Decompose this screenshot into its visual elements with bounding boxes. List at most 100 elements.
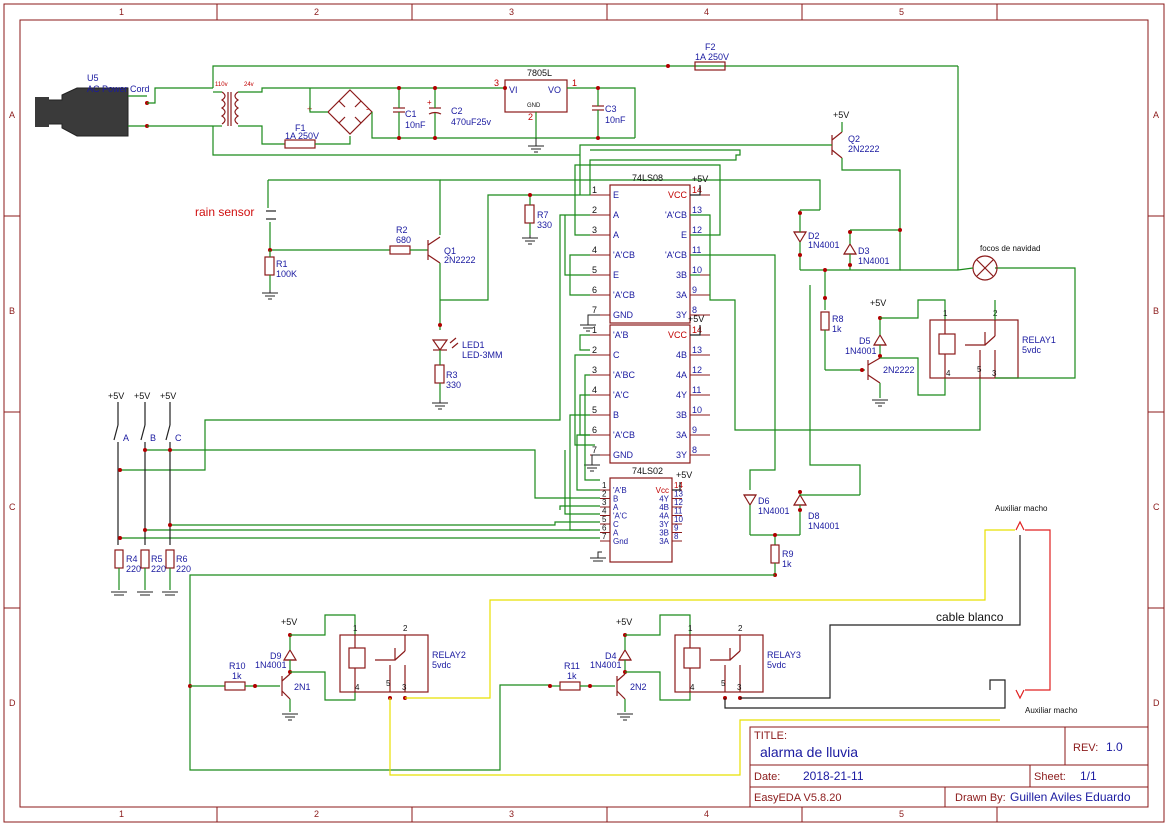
- switch-a[interactable]: +5V A: [108, 391, 129, 545]
- lamp-focos[interactable]: focos de navidad: [972, 244, 1041, 281]
- resistor-r7[interactable]: R7 330: [524, 193, 552, 235]
- fuse-f2[interactable]: F2 1A 250V: [666, 42, 729, 71]
- r10-ref: R10: [229, 661, 246, 671]
- capacitor-c2[interactable]: + C2 470uF25v: [427, 86, 492, 140]
- tb-drawn-label: Drawn By:: [955, 792, 1006, 804]
- diode-d3[interactable]: D3 1N4001: [842, 230, 890, 270]
- ic1-pin-num-4: 4: [592, 245, 597, 255]
- resistor-r9[interactable]: R9 1k: [770, 544, 794, 577]
- ic2-pin-num-13: 13: [692, 345, 702, 355]
- resistor-r1[interactable]: R1 100K: [264, 250, 297, 290]
- ic2-pin-label-14: VCC: [668, 330, 688, 340]
- q2-ref: Q2: [848, 134, 860, 144]
- ic1-pin-num-14: 14: [692, 185, 702, 195]
- switch-c[interactable]: +5V C: [160, 391, 182, 545]
- lamp-label: focos de navidad: [980, 244, 1041, 253]
- resistor-r8[interactable]: R8 1k: [820, 311, 844, 370]
- ruler-col-3: 3: [509, 7, 514, 17]
- diode-d5[interactable]: +5V D5 1N4001: [845, 298, 888, 358]
- aux-connector-top[interactable]: Auxiliar macho: [995, 504, 1048, 531]
- diode-d2[interactable]: D2 1N4001: [792, 210, 840, 270]
- ground-ic1: [580, 314, 600, 332]
- resistor-r6[interactable]: R6 220: [165, 549, 191, 590]
- resistor-r10[interactable]: R10 1k: [224, 661, 246, 691]
- reg-vi: VI: [509, 85, 518, 95]
- ic3-pin-label-5: C: [613, 520, 619, 529]
- ground-r1: [262, 290, 278, 300]
- relay-1[interactable]: 1 2 4 5 3 RELAY1 5vdc: [929, 309, 1056, 379]
- ic3-pin-num-7: 7: [602, 532, 607, 541]
- reg-pin3: 3: [494, 78, 499, 88]
- transistor-2n2[interactable]: 2N2: [616, 673, 647, 700]
- ic3-pin-num-5: 5: [602, 515, 607, 524]
- n1-value: 2N1: [294, 682, 311, 692]
- ic3-pin-num-13: 13: [674, 490, 683, 499]
- ic2-pin-num-5: 5: [592, 405, 597, 415]
- r7-value: 330: [537, 220, 552, 230]
- resistor-r5[interactable]: R5 220: [140, 549, 166, 590]
- svg-text:3: 3: [402, 683, 407, 692]
- svg-text:4: 4: [946, 369, 951, 378]
- ic2-pin-label-10: 3B: [676, 410, 687, 420]
- f1-value: 1A 250V: [285, 131, 319, 141]
- ic2-pin-num-2: 2: [592, 345, 597, 355]
- transistor-q1[interactable]: Q1 2N2222: [427, 236, 476, 265]
- ic1-pin-num-6: 6: [592, 285, 597, 295]
- ic1-pin-label-1: E: [613, 190, 619, 200]
- diode-d9[interactable]: +5V D9 1N4001: [255, 617, 297, 674]
- r6-value: 220: [176, 564, 191, 574]
- aux-connector-bottom[interactable]: Auxiliar macho: [1015, 689, 1078, 715]
- svg-text:4: 4: [690, 683, 695, 692]
- regulator-7805[interactable]: 7805L VI VO GND 3 1 2: [494, 68, 577, 138]
- ic1-ref: 74LS08: [632, 173, 663, 183]
- r6-ref: R6: [176, 554, 188, 564]
- led1-value: LED-3MM: [462, 350, 503, 360]
- rain-sensor[interactable]: rain sensor: [195, 180, 276, 250]
- c3-value: 10nF: [605, 115, 626, 125]
- resistor-r3[interactable]: R3 330: [434, 350, 461, 400]
- fuse-f1[interactable]: F1 1A 250V: [284, 123, 319, 149]
- capacitor-c3[interactable]: C3 10nF: [592, 86, 626, 140]
- resistor-r2[interactable]: R2 680: [389, 225, 411, 255]
- capacitor-c1[interactable]: C1 10nF: [393, 86, 426, 140]
- resistor-r4[interactable]: R4 220: [114, 549, 141, 590]
- transistor-relay1[interactable]: 2N2222: [867, 357, 915, 384]
- transistor-2n1[interactable]: 2N1: [281, 673, 311, 700]
- ac-power-cord[interactable]: U5 AC Power Cord: [35, 73, 150, 137]
- ic1-pin-num-7: 7: [592, 305, 597, 315]
- svg-text:5: 5: [386, 679, 391, 688]
- reg-pin1: 1: [572, 78, 577, 88]
- ic2-pin-label-5: B: [613, 410, 619, 420]
- transformer[interactable]: 110v 24v: [213, 82, 254, 127]
- ic1-pin-num-8: 8: [692, 305, 697, 315]
- u5-value: AC Power Cord: [87, 84, 150, 94]
- relay-3[interactable]: 1 2 4 5 3 RELAY3 5vdc: [674, 624, 801, 693]
- diode-d8[interactable]: D8 1N4001: [792, 490, 840, 535]
- rain-sensor-label: rain sensor: [195, 205, 254, 219]
- ruler-col-2-bottom: 2: [314, 809, 319, 819]
- ruler-col-5: 5: [899, 7, 904, 17]
- f2-ref: F2: [705, 42, 716, 52]
- ic2-pin-label-9: 3A: [676, 430, 687, 440]
- relay-2[interactable]: 1 2 4 5 3 RELAY2 5vdc: [339, 624, 466, 693]
- ic1-pin-label-13: 'A'CB: [665, 210, 687, 220]
- ic3-pin-label-6: A: [613, 529, 619, 538]
- ic1-pin-label-10: 3B: [676, 270, 687, 280]
- switch-b[interactable]: +5V B: [134, 391, 156, 545]
- ic1-pin-label-4: 'A'CB: [613, 250, 635, 260]
- ic3-pin-num-2: 2: [602, 490, 607, 499]
- ic3-pin-label-9: 3B: [659, 529, 669, 538]
- ic1-pin-num-9: 9: [692, 285, 697, 295]
- led-led1[interactable]: LED1 LED-3MM: [431, 337, 503, 360]
- ic2-pin-label-4: 'A'C: [613, 390, 629, 400]
- diode-d6[interactable]: D6 1N4001: [742, 494, 790, 535]
- ic1-vcc: +5V: [692, 174, 708, 184]
- diode-d4[interactable]: +5V D4 1N4001: [590, 617, 632, 674]
- ic3-pin-num-8: 8: [674, 532, 679, 541]
- ic1-pin-label-9: 3A: [676, 290, 687, 300]
- resistor-r11[interactable]: R11 1k: [559, 661, 581, 691]
- transistor-q2[interactable]: +5V Q2 2N2222: [831, 110, 880, 159]
- ic1-pin-num-5: 5: [592, 265, 597, 275]
